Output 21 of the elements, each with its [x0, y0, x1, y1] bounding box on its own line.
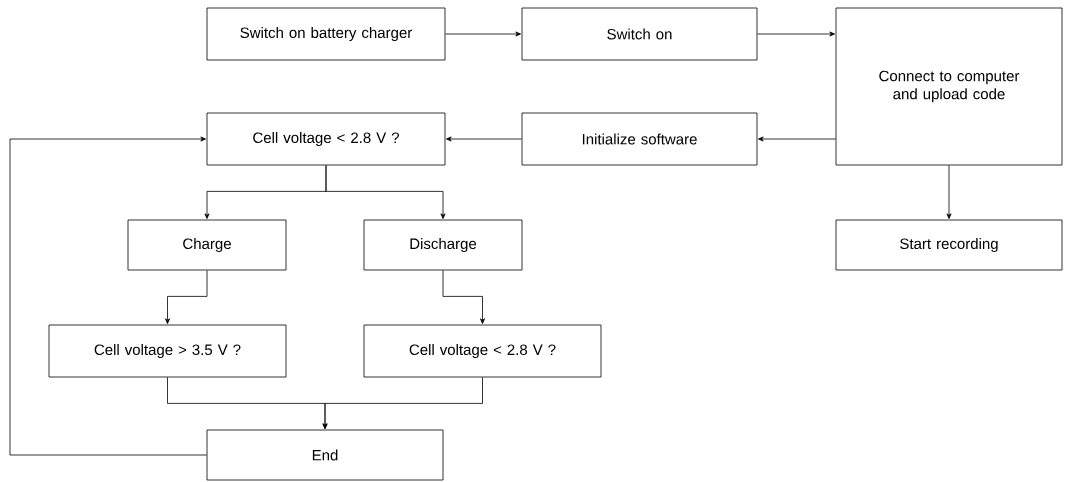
arrow — [758, 136, 836, 142]
process-box: Discharge — [363, 219, 523, 271]
process-box: Charge — [127, 219, 287, 271]
arrow — [165, 270, 208, 324]
arrow — [445, 31, 521, 37]
process-box: Switch on — [521, 7, 758, 61]
arrow — [757, 31, 835, 37]
process-box: End — [206, 429, 444, 481]
process-box: Switch on battery charger — [206, 7, 446, 61]
arrow — [325, 165, 446, 219]
process-box: Start recording — [835, 219, 1063, 271]
arrow — [322, 377, 483, 429]
process-box: Connect to computer and upload code — [835, 7, 1063, 166]
arrow — [446, 136, 522, 142]
arrow — [9, 136, 207, 456]
arrow — [946, 165, 952, 219]
process-box: Cell voltage < 2.8 V ? — [363, 324, 602, 378]
process-box: Cell voltage > 3.5 V ? — [48, 324, 287, 378]
arrow — [442, 270, 485, 324]
process-box: Cell voltage < 2.8 V ? — [206, 112, 446, 166]
process-box: Initialize software — [521, 112, 758, 166]
